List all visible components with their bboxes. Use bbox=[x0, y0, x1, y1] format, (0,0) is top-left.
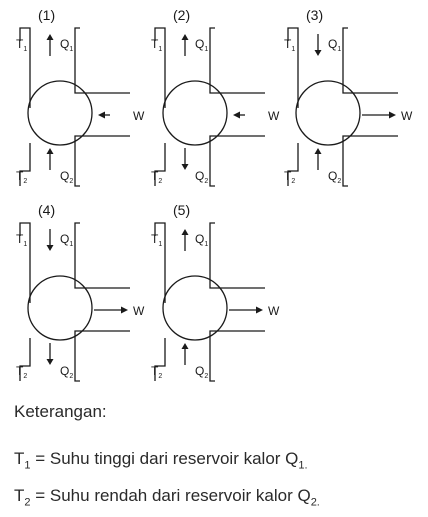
work-arrow-icon bbox=[229, 306, 263, 314]
cold-temperature-label: T2 bbox=[151, 169, 162, 185]
work-label: W bbox=[133, 109, 145, 123]
engine-frame bbox=[154, 27, 266, 187]
legend-t1-subscript: 1 bbox=[24, 459, 31, 472]
cold-temperature-label: T2 bbox=[151, 364, 162, 380]
legend-t2-definition: T2 = Suhu rendah dari reservoir kalor Q2… bbox=[14, 486, 320, 508]
hot-heat-label: Q1 bbox=[60, 37, 73, 53]
cold-temperature-label: T2 bbox=[284, 169, 295, 185]
cold-temperature-label: T2 bbox=[16, 364, 27, 380]
hot-temperature-label: T1 bbox=[151, 232, 162, 248]
hot-arrow-icon bbox=[181, 34, 189, 56]
legend-t1-text: = Suhu tinggi dari reservoir kalor Q bbox=[30, 449, 299, 468]
legend-t2-q-subscript: 2. bbox=[310, 496, 320, 509]
hot-arrow-icon bbox=[314, 34, 322, 56]
engine-number: (5) bbox=[173, 202, 190, 218]
work-label: W bbox=[133, 304, 145, 318]
cold-heat-label: Q2 bbox=[195, 169, 208, 185]
legend-t2-text: = Suhu rendah dari reservoir kalor Q bbox=[30, 486, 311, 505]
engine-frame bbox=[287, 27, 399, 187]
hot-arrow-icon bbox=[46, 229, 54, 251]
engine-frame bbox=[154, 222, 266, 382]
cold-arrow-icon bbox=[314, 148, 322, 170]
work-arrow-icon bbox=[98, 111, 110, 119]
hot-temperature-label: T1 bbox=[16, 232, 27, 248]
legend-t1-definition: T1 = Suhu tinggi dari reservoir kalor Q1… bbox=[14, 449, 308, 471]
engine-number: (4) bbox=[38, 202, 55, 218]
hot-arrow-icon bbox=[181, 229, 189, 251]
work-label: W bbox=[268, 304, 280, 318]
legend-t1-q-subscript: 1. bbox=[298, 459, 308, 472]
work-arrow-icon bbox=[362, 111, 396, 119]
hot-temperature-label: T1 bbox=[151, 37, 162, 53]
hot-arrow-icon bbox=[46, 34, 54, 56]
legend-heading: Keterangan: bbox=[14, 402, 107, 421]
cold-heat-label: Q2 bbox=[328, 169, 341, 185]
work-label: W bbox=[268, 109, 280, 123]
legend-t2-symbol: T bbox=[14, 486, 25, 505]
cold-arrow-icon bbox=[46, 148, 54, 170]
engine-frame bbox=[19, 27, 131, 187]
hot-temperature-label: T1 bbox=[284, 37, 295, 53]
cold-arrow-icon bbox=[46, 343, 54, 365]
cold-arrow-icon bbox=[181, 148, 189, 170]
hot-heat-label: Q1 bbox=[195, 232, 208, 248]
work-label: W bbox=[401, 109, 413, 123]
cold-heat-label: Q2 bbox=[195, 364, 208, 380]
work-arrow-icon bbox=[94, 306, 128, 314]
hot-heat-label: Q1 bbox=[195, 37, 208, 53]
legend-t1-symbol: T bbox=[14, 449, 25, 468]
engine-number: (3) bbox=[306, 7, 323, 23]
cold-arrow-icon bbox=[181, 343, 189, 365]
cold-heat-label: Q2 bbox=[60, 169, 73, 185]
hot-temperature-label: T1 bbox=[16, 37, 27, 53]
engine-frame bbox=[19, 222, 131, 382]
engine-number: (2) bbox=[173, 7, 190, 23]
hot-heat-label: Q1 bbox=[328, 37, 341, 53]
engine-number: (1) bbox=[38, 7, 55, 23]
cold-heat-label: Q2 bbox=[60, 364, 73, 380]
cold-temperature-label: T2 bbox=[16, 169, 27, 185]
legend-t2-subscript: 2 bbox=[24, 496, 31, 509]
work-arrow-icon bbox=[233, 111, 245, 119]
hot-heat-label: Q1 bbox=[60, 232, 73, 248]
